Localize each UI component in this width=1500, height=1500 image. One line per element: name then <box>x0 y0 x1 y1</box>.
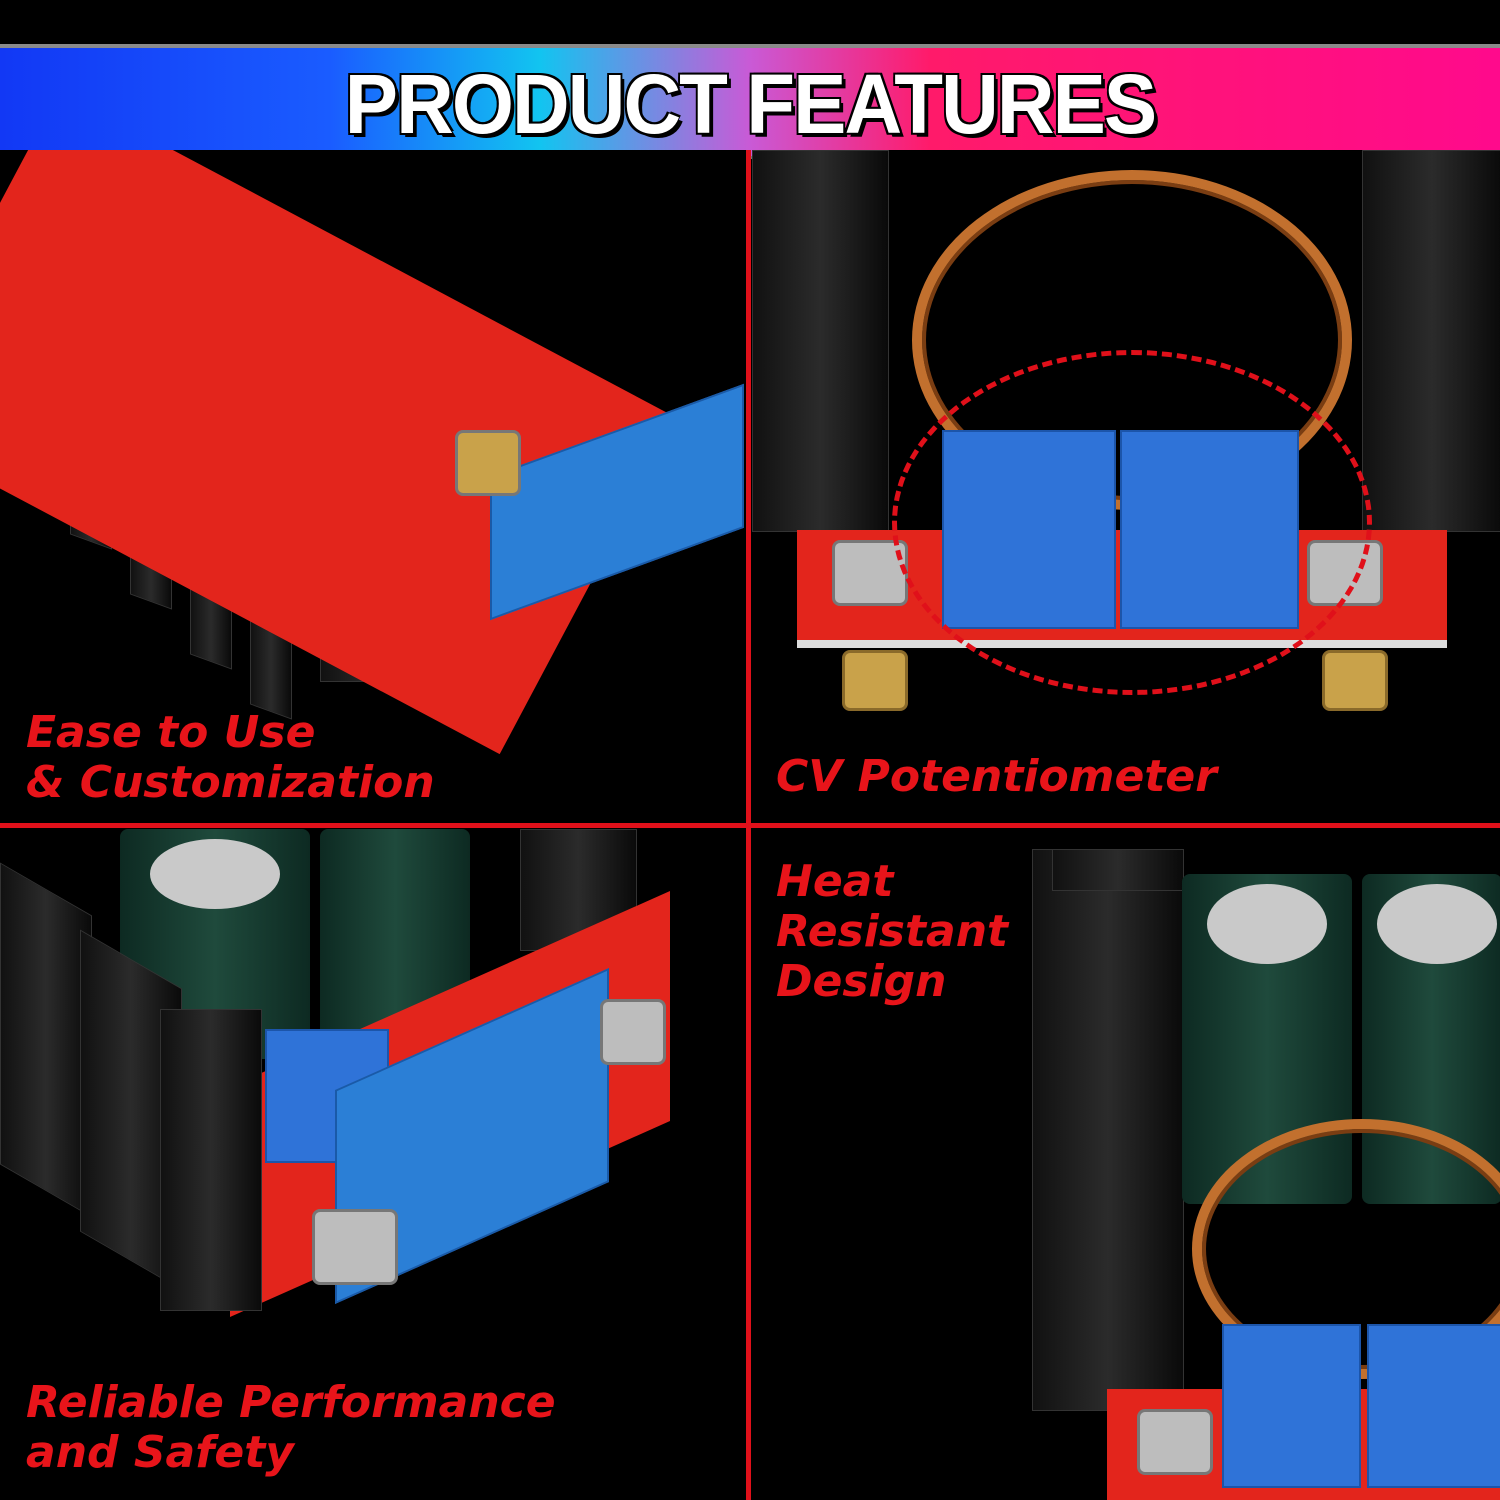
caption-line: and Safety <box>26 1427 294 1478</box>
hex-nut <box>1137 1409 1213 1475</box>
panel-reliable-performance <box>0 829 746 1500</box>
caption-line: Heat <box>776 856 894 907</box>
potentiometer <box>1222 1324 1361 1488</box>
caption-line: & Customization <box>26 757 435 808</box>
caption-reliable-performance: Reliable Performance and Safety <box>26 1378 556 1478</box>
caption-line: Design <box>776 956 947 1007</box>
caption-ease-to-use: Ease to Use & Customization <box>26 708 435 808</box>
hex-nut <box>600 999 666 1065</box>
brass-standoff <box>455 430 521 496</box>
caption-line: Reliable Performance <box>26 1377 556 1428</box>
brass-standoff <box>1322 650 1388 711</box>
caption-heat-resistant: Heat Resistant Design <box>776 857 1008 1007</box>
heatsink-fin <box>1052 849 1184 891</box>
panel-cv-potentiometer <box>752 150 1500 823</box>
brass-standoff <box>842 650 908 711</box>
heatsink <box>752 150 889 532</box>
caption-line: CV Potentiometer <box>776 751 1217 802</box>
capacitor-top <box>1377 884 1497 964</box>
caption-line: Resistant <box>776 906 1009 957</box>
heatsink-fin <box>0 862 92 1218</box>
capacitor-top <box>150 839 280 909</box>
banner-title: PRODUCT FEATURES <box>344 57 1157 151</box>
caption-line: Ease to Use <box>26 707 316 758</box>
heatsink <box>1032 849 1184 1411</box>
capacitor-top <box>1207 884 1327 964</box>
panel-ease-to-use <box>0 150 746 823</box>
highlight-circle <box>892 350 1372 695</box>
hex-nut <box>312 1209 398 1285</box>
potentiometer <box>1367 1324 1500 1488</box>
divider-horizontal <box>0 823 1500 828</box>
title-banner: PRODUCT FEATURES <box>0 44 1500 156</box>
panel-heat-resistant <box>752 829 1500 1500</box>
heatsink <box>1362 150 1500 532</box>
caption-cv-potentiometer: CV Potentiometer <box>776 752 1217 802</box>
heatsink-fin <box>160 1009 262 1311</box>
